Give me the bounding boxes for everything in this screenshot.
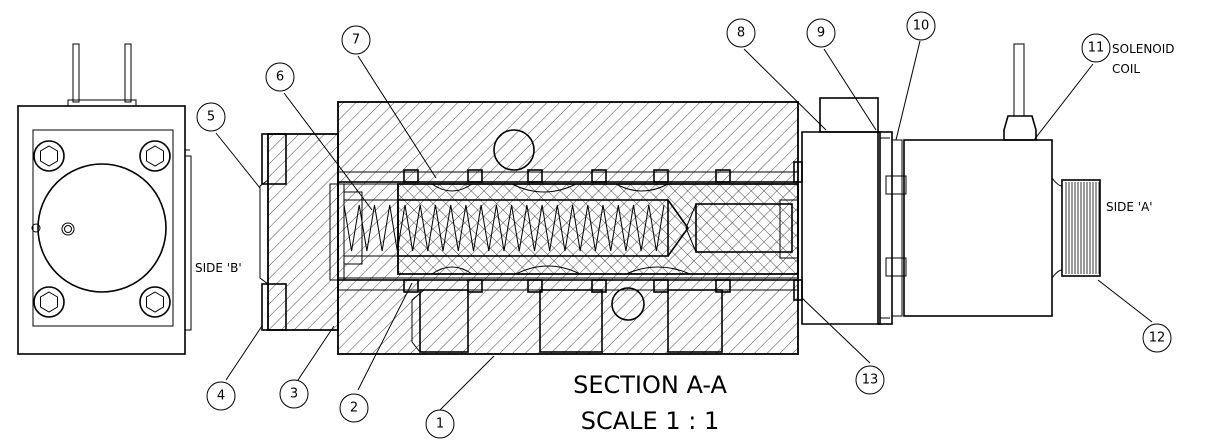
section-scale: SCALE 1 : 1 <box>581 407 719 435</box>
svg-text:8: 8 <box>737 26 745 41</box>
callout-3: 3 <box>279 379 309 409</box>
side-a-label: SIDE 'A' <box>1106 200 1153 214</box>
bolt-bottom-left <box>33 286 65 318</box>
callout-12: 12 <box>1142 323 1172 353</box>
bolt-top-left <box>33 140 65 172</box>
side-hole <box>31 223 41 233</box>
bolt-top-right <box>139 140 171 172</box>
side-view-b <box>17 43 192 355</box>
side-flange <box>184 155 192 331</box>
svg-text:4: 4 <box>217 389 225 404</box>
svg-text:7: 7 <box>352 33 360 48</box>
spring <box>343 191 665 265</box>
svg-text:10: 10 <box>913 19 930 34</box>
svg-text:9: 9 <box>817 26 825 41</box>
svg-text:2: 2 <box>350 401 358 416</box>
svg-text:12: 12 <box>1149 331 1166 346</box>
solenoid-coil <box>903 43 1101 317</box>
side-b-label: SIDE 'B' <box>195 261 242 275</box>
svg-text:11: 11 <box>1088 41 1105 56</box>
svg-text:5: 5 <box>207 110 215 125</box>
callout-6: 6 <box>265 62 295 92</box>
callout-11: 11 <box>1081 33 1111 63</box>
callout-2: 2 <box>339 393 369 423</box>
callout-9: 9 <box>806 18 836 48</box>
center-hole <box>61 222 75 236</box>
callout-4: 4 <box>206 381 236 411</box>
passage-top <box>493 129 535 171</box>
callout-7: 7 <box>341 25 371 55</box>
passage-bottom <box>611 287 645 321</box>
callouts: 1 2 3 4 5 6 7 8 9 10 11 12 13 <box>196 11 1172 439</box>
leader-lines <box>215 40 1153 411</box>
solenoid-coil-label: SOLENOID <box>1112 42 1175 56</box>
svg-text:3: 3 <box>290 387 298 402</box>
bolt-bottom-right <box>139 286 171 318</box>
callout-10: 10 <box>906 11 936 41</box>
terminal-base <box>67 99 137 107</box>
callout-8: 8 <box>726 18 756 48</box>
svg-text:13: 13 <box>862 373 879 388</box>
terminal-pin-left <box>72 43 80 103</box>
side-inner-plate <box>32 129 174 327</box>
terminal-pin-right <box>124 43 132 103</box>
callout-13: 13 <box>855 365 885 395</box>
svg-text:1: 1 <box>436 417 444 432</box>
section-title: SECTION A-A <box>573 371 727 399</box>
coil-face-circle <box>37 163 167 293</box>
end-cap <box>259 133 345 331</box>
callout-5: 5 <box>196 102 226 132</box>
svg-text:6: 6 <box>276 70 284 85</box>
spool <box>397 183 799 275</box>
solenoid-coil-label-2: COIL <box>1112 62 1140 76</box>
section-view <box>259 43 1101 355</box>
adapter-plate <box>801 97 907 325</box>
callout-1: 1 <box>425 409 455 439</box>
